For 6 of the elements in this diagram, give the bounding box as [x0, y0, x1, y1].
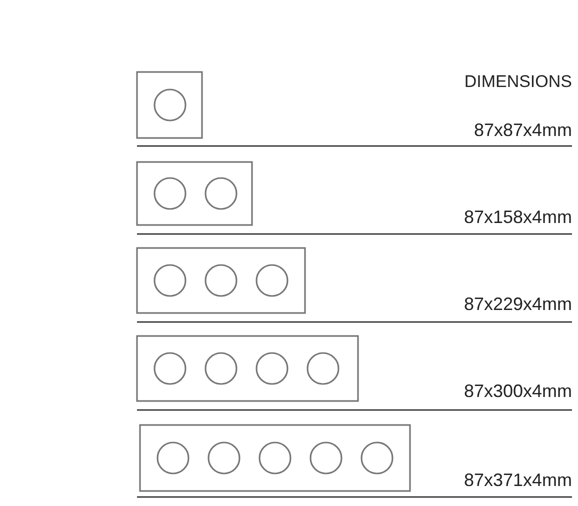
dimension-label: 87x229x4mm: [464, 294, 572, 314]
dimension-label: 87x371x4mm: [464, 470, 572, 490]
dimension-label: 87x158x4mm: [464, 207, 572, 227]
dimension-label: 87x300x4mm: [464, 381, 572, 401]
dimension-label: 87x87x4mm: [474, 120, 572, 140]
heading: DIMENSIONS: [464, 72, 572, 92]
